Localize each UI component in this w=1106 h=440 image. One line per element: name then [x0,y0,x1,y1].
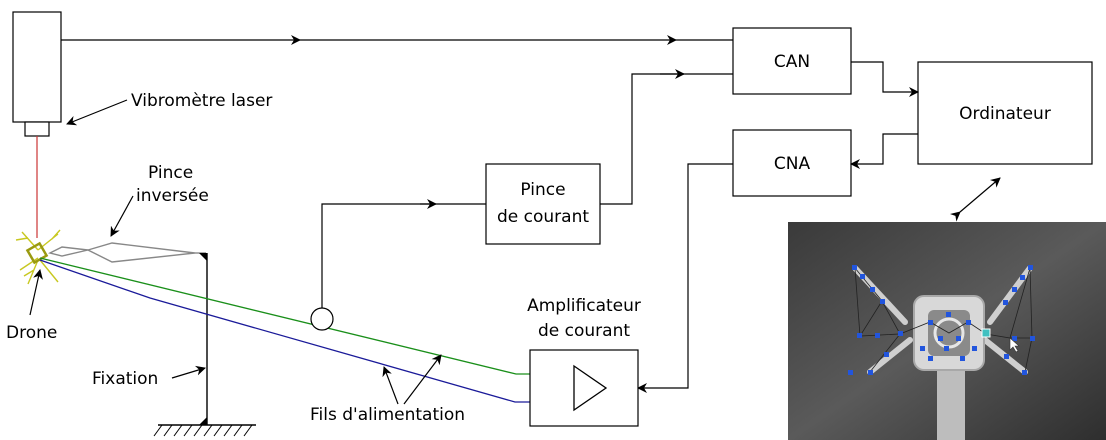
computer-box [917,61,1093,165]
clamp-to-adc-line [600,73,733,205]
current-clamp-box [485,163,601,245]
laser-label: Vibromètre laser [131,91,272,111]
power-wires [39,257,530,403]
computer-photo-link [949,177,1001,222]
amplifier-symbol [573,364,608,412]
adc-to-computer-line [851,61,919,97]
adc-label: CAN [774,52,810,72]
inverted-clamp [47,242,206,263]
fixation-label-arrow [171,365,206,379]
amplifier-label-2: de courant [538,321,630,341]
fixation [153,253,256,437]
inverted-clamp-label-1: Pince [148,163,193,183]
current-clamp-label-1: Pince [520,180,565,200]
dac-to-amplifier-line [637,163,733,393]
vibrometer-lens [24,121,50,137]
inverted-clamp-label-arrow [110,195,134,237]
computer-label: Ordinateur [959,104,1051,124]
amplifier-label-1: Amplificateur [527,296,641,316]
vibrometer-body [12,11,62,123]
tracking-photo [788,222,1106,440]
dac-label: CNA [774,154,811,174]
drone [15,229,61,285]
fixation-label: Fixation [92,369,158,389]
probe-signal-line [321,203,486,308]
dac-box [732,129,852,197]
power-wires-label: Fils d'alimentation [310,405,465,425]
drone-label: Drone [6,323,57,343]
inverted-clamp-label-2: inversée [136,186,209,206]
power-wires-arrow-blue [382,366,399,405]
power-wires-arrow-green [403,354,442,405]
current-clamp-label-2: de courant [497,207,589,227]
laser-vibrometer [12,11,62,238]
current-probe-ring [310,307,334,331]
computer-to-dac-line [850,133,918,169]
drone-label-arrow [29,269,43,316]
adc-box [732,27,852,95]
laser-label-arrow [66,99,128,126]
